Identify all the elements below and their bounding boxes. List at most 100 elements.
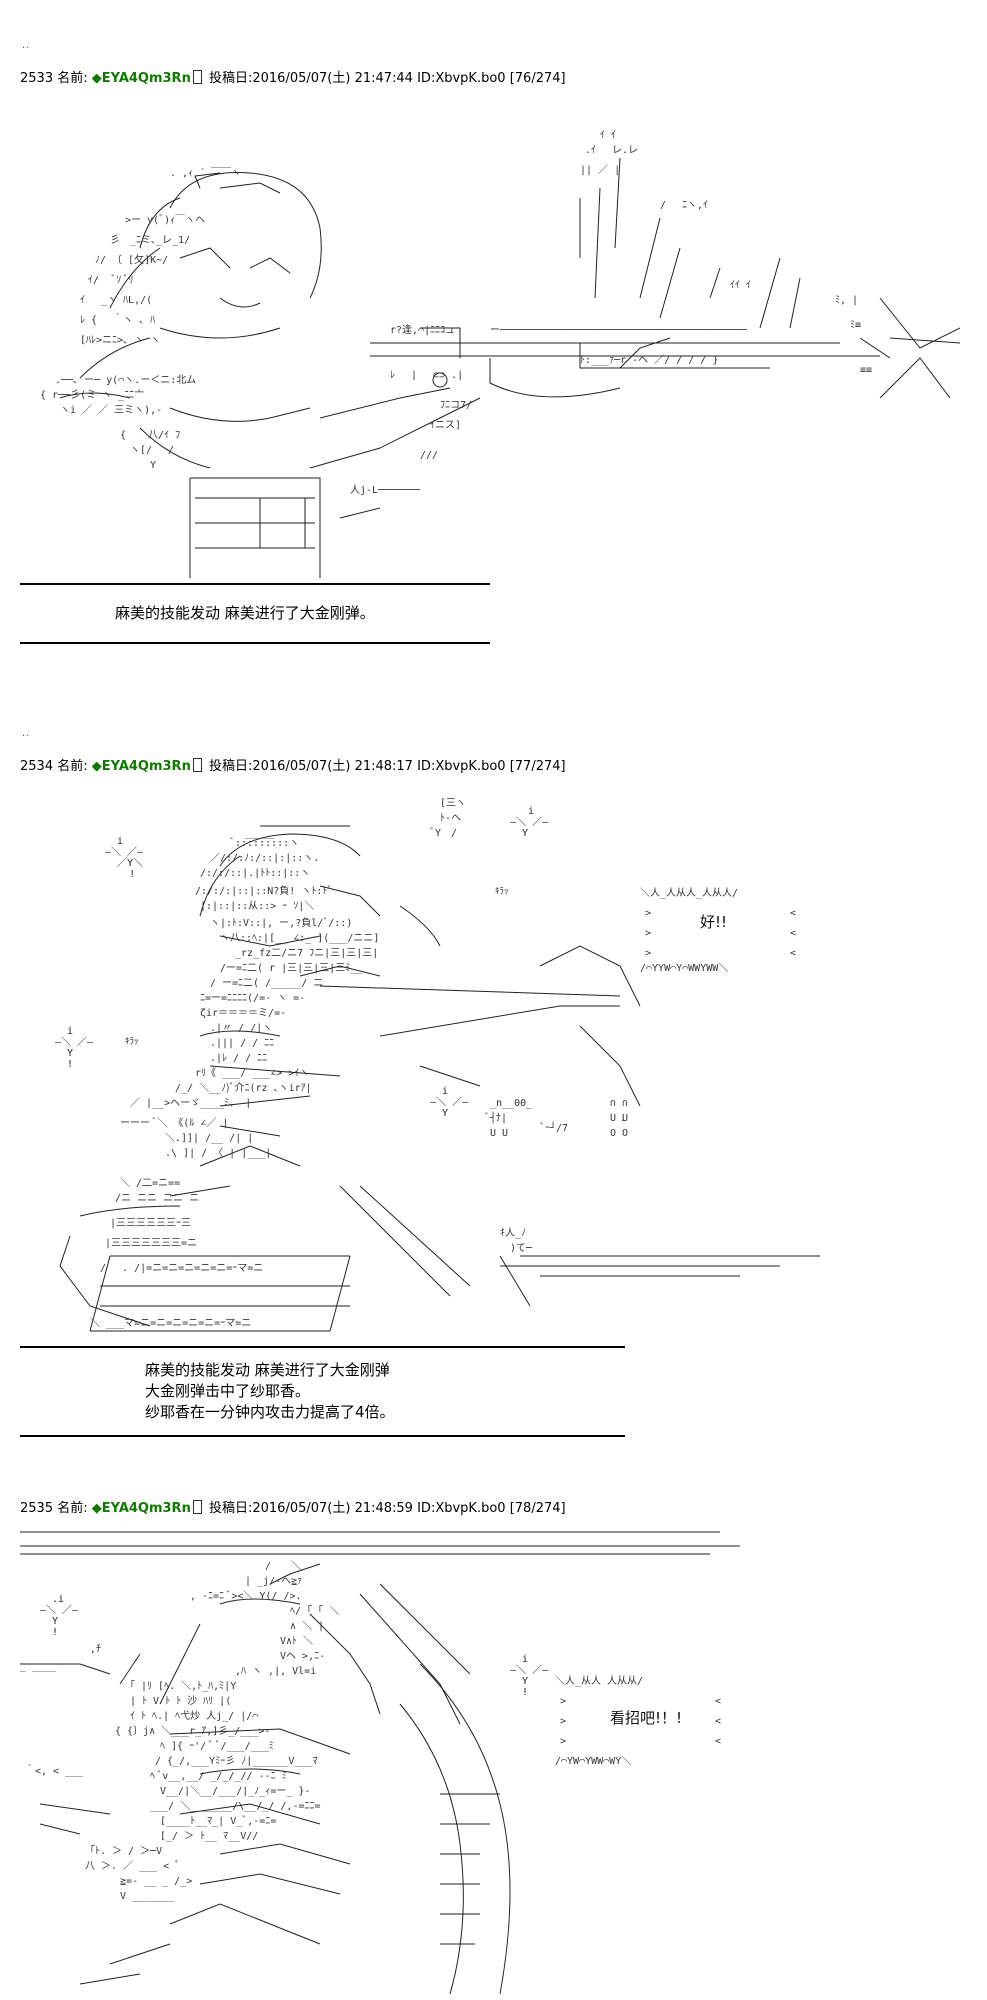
- name-label: 名前:: [57, 759, 88, 774]
- svg-text:| ﾄ V ﾄ ﾄ 沙 ﾊﾘ |(: | ﾄ V ﾄ ﾄ 沙 ﾊﾘ |(: [130, 1695, 231, 1707]
- svg-text:≡≡: ≡≡: [860, 365, 872, 376]
- ascii-art-sayaka-kyoko: _____ ﾞ:::::::::ヽ ／/:/:ﾉ:/::|:|::ヽ. /:/:…: [20, 786, 960, 1346]
- svg-text:人j‐L───────: 人j‐L───────: [350, 484, 421, 496]
- leading-dots: ..: [22, 40, 31, 51]
- sfx-sparkle-text: ｷﾗｯ: [125, 1037, 139, 1047]
- svg-text:{ {〕j∧ ＼___r_ｱ,]彡_/___>-: { {〕j∧ ＼___r_ｱ,]彡_/___>-: [115, 1725, 270, 1737]
- svg-text:|| ／ |: || ／ |: [580, 164, 620, 176]
- svg-text:/ ﾆヽ,ｲ: / ﾆヽ,ｲ: [660, 200, 708, 211]
- svg-text:｢ﾄ. ＞ / ＞─V: ｢ﾄ. ＞ / ＞─V: [90, 1845, 162, 1857]
- sparkle-icon: .i —＼ ／— Y !: [40, 1594, 79, 1638]
- svg-text:/:/:/::|.|ﾄﾄ::|::ヽ: /:/:/::|.|ﾄﾄ::|::ヽ: [200, 868, 310, 879]
- poster-name[interactable]: ◆EYA4Qm3Rn: [91, 759, 191, 774]
- svg-text:/ニ ニニ ニニ ニ: /ニ ニニ ニニ ニ: [115, 1193, 199, 1204]
- svg-text:<: <: [715, 1696, 721, 1707]
- svg-text:<: <: [790, 928, 796, 939]
- svg-text:ｲ _ヽ ﾊL,/(: ｲ _ヽ ﾊL,/(: [80, 295, 152, 306]
- svg-text:>ー y(ﾞ)ｨ￣ヽヘ: >ー y(ﾞ)ｨ￣ヽヘ: [125, 213, 205, 226]
- svg-text:ﾞ:::::::::ヽ: ﾞ:::::::::ヽ: [230, 837, 299, 849]
- svg-text:/:/:/:|::|::N?負! ヽﾄ:ﾄﾞ: /:/:/:|::|::N?負! ヽﾄ:ﾄﾞ: [195, 885, 332, 897]
- svg-text:彡 _ﾆミ､_レ_1/: 彡 _ﾆミ､_レ_1/: [110, 235, 190, 246]
- date-label: 投稿日:: [208, 1501, 253, 1516]
- svg-text:ヽ|:ﾄ:V::|, ー,?負l/ﾞ/::): ヽ|:ﾄ:V::|, ー,?負l/ﾞ/::): [210, 917, 352, 929]
- post-id: ID:XbvpK.bo0: [417, 759, 506, 774]
- ascii-art-mami-firing: . ,ｨ ´ ￣￣ヽ >ー y(ﾞ)ｨ￣ヽヘ 彡 _ﾆミ､_レ_1/ ﾉ/ 〔 …: [20, 98, 960, 583]
- svg-text:/⌒YW⌒YWW⌒WY＼: /⌒YW⌒YWW⌒WY＼: [555, 1755, 631, 1767]
- svg-text:ヽ八::ﾍ:|[__ ∠:_ ](___/ニニ]: ヽ八::ﾍ:|[__ ∠:_ ](___/ニニ]: [220, 933, 379, 944]
- svg-text:|:|::|::从::> ｰ ｿ|＼: |:|::|::从::> ｰ ｿ|＼: [200, 900, 314, 912]
- svg-text:.ｲ レ.レ: .ｲ レ.レ: [585, 145, 638, 156]
- svg-text:///: ///: [420, 450, 438, 461]
- svg-text:ﾞｰ┘/7: ﾞｰ┘/7: [540, 1121, 568, 1134]
- svg-text:/ . /|=ニ=ニ=ニ=ニ=ニ=ｰマ=ニ: / . /|=ニ=ニ=ニ=ニ=ニ=ｰマ=ニ: [100, 1263, 263, 1274]
- post-header: 2535 名前: ◆EYA4Qm3Rn 投稿日:2016/05/07(土) 21…: [20, 1500, 960, 1518]
- post-number: 2535: [20, 1501, 54, 1516]
- speech-text: 好!!: [700, 913, 728, 931]
- svg-text:>: >: [560, 1696, 566, 1707]
- svg-text:[____ﾄ__ﾏ_| V_ﾞ,-=ﾆ=: [____ﾄ__ﾏ_| V_ﾞ,-=ﾆ=: [160, 1815, 276, 1827]
- post-id: ID:XbvpK.bo0: [417, 1501, 506, 1516]
- svg-text:ﾉ/ 〔 [攵]K~/: ﾉ/ 〔 [攵]K~/: [95, 253, 168, 266]
- svg-text:.|〃 / /|ヽ: .|〃 / /|ヽ: [210, 1023, 272, 1034]
- svg-text:V__/|＼__/___/|_ﾉ_ｨ=ー_ }-: V__/|＼__/___/|_ﾉ_ｨ=ー_ }-: [160, 1785, 310, 1797]
- svg-text:八 ＞. ／ ___ < ﾟ: 八 ＞. ／ ___ < ﾟ: [85, 1860, 180, 1872]
- svg-text:>: >: [560, 1736, 566, 1747]
- svg-text:＼人_从人 人从从/: ＼人_从人 人从从/: [555, 1675, 643, 1687]
- svg-text:ｲニス]: ｲニス]: [430, 420, 461, 431]
- post-header: 2534 名前: ◆EYA4Qm3Rn 投稿日:2016/05/07(土) 21…: [20, 758, 960, 776]
- post-date: 2016/05/07(土) 21:48:59: [252, 1501, 413, 1516]
- mail-icon: [192, 758, 202, 772]
- svg-text:{ r──彡(ミ ヽ _ﾆﾆ亠: { r──彡(ミ ヽ _ﾆﾆ亠: [40, 389, 144, 401]
- svg-text:ｲ ﾄ ﾍ.| ﾍ弋炒 人j_/ |/⌒: ｲ ﾄ ﾍ.| ﾍ弋炒 人j_/ |/⌒: [130, 1709, 258, 1722]
- svg-text:ﾐ≡: ﾐ≡: [850, 320, 861, 331]
- ascii-art-drawing: . ,ｨ ´ ￣￣ヽ >ー y(ﾞ)ｨ￣ヽヘ 彡 _ﾆミ､_レ_1/ ﾉ/ 〔 …: [40, 130, 960, 578]
- svg-text:.||| / / ﾆﾆ: .||| / / ﾆﾆ: [210, 1038, 274, 1049]
- svg-text:___/ ＼_______/\__/_/ /,-=ﾆﾆ=: ___/ ＼_______/\__/_/ /,-=ﾆﾆ=: [150, 1800, 321, 1812]
- narration-block: 麻美的技能发动 麻美进行了大金刚弹。: [115, 603, 960, 624]
- svg-text:/ {_/,___Yﾐｰ彡 ﾉ|______V___ﾏ: / {_/,___Yﾐｰ彡 ﾉ|______V___ﾏ: [155, 1756, 317, 1767]
- poster-name[interactable]: ◆EYA4Qm3Rn: [91, 71, 191, 86]
- sparkle-icon: i —＼ ／— ／Y＼ !: [105, 836, 144, 880]
- sparkle-icon: i —＼ ／— Y !: [510, 1654, 549, 1698]
- mail-icon: [192, 1500, 202, 1514]
- sparkle-icon: i —＼ ／— Y: [430, 1086, 469, 1119]
- svg-text:O O: O O: [610, 1128, 628, 1139]
- svg-text:/ー=ﾆ二( r |三|三|三|三ﾐ__: /ー=ﾆ二( r |三|三|三|三ﾐ__: [220, 963, 363, 974]
- svg-text:≧=- __ _ /_>: ≧=- __ _ /_>: [120, 1876, 192, 1887]
- svg-text:<: <: [715, 1716, 721, 1727]
- svg-text:／/:/:ﾉ:/::|:|::ヽ.: ／/:/:ﾉ:/::|:|::ヽ.: [210, 852, 319, 864]
- post-2534: 2534 名前: ◆EYA4Qm3Rn 投稿日:2016/05/07(土) 21…: [20, 758, 960, 1437]
- svg-text:[_/ ＞ ﾄ__ ﾏ__V//: [_/ ＞ ﾄ__ ﾏ__V//: [160, 1831, 258, 1842]
- ascii-art-drawing: _____ ﾞ:::::::::ヽ ／/:/:ﾉ:/::|:|::ヽ. /:/:…: [59, 798, 820, 1332]
- poster-name[interactable]: ◆EYA4Qm3Rn: [91, 1501, 191, 1516]
- post-2533: 2533 名前: ◆EYA4Qm3Rn 投稿日:2016/05/07(土) 21…: [20, 70, 960, 644]
- leading-dots: ..: [22, 728, 31, 739]
- date-label: 投稿日:: [208, 71, 253, 86]
- divider-bottom: [20, 642, 490, 644]
- speech-bubble: ＼人_人从人_人从人/ > < > < > < /⌒YYW⌒Y⌒WWYWW＼: [640, 887, 796, 974]
- svg-text:_ ____: _ ____: [20, 1661, 57, 1672]
- svg-text:ζir＝＝＝＝ミ/=‐: ζir＝＝＝＝ミ/=‐: [200, 1008, 286, 1019]
- post-count: [78/274]: [509, 1501, 566, 1516]
- post-count: [77/274]: [509, 759, 566, 774]
- speech-bubble: ＼人_从人 人从从/ > < > < > < /⌒YW⌒YWW⌒WY＼: [555, 1675, 721, 1767]
- post-date: 2016/05/07(土) 21:48:17: [252, 759, 413, 774]
- svg-text:>: >: [645, 928, 651, 939]
- post-header: 2533 名前: ◆EYA4Qm3Rn 投稿日:2016/05/07(土) 21…: [20, 70, 960, 88]
- narration-line: 纱耶香在一分钟内攻击力提高了4倍。: [145, 1403, 395, 1421]
- svg-text:/⌒YYW⌒Y⌒WWYWW＼: /⌒YYW⌒Y⌒WWYWW＼: [640, 962, 728, 974]
- svg-text:.|ﾚ / / ﾆﾆ: .|ﾚ / / ﾆﾆ: [210, 1053, 267, 1064]
- svg-text:|三三三三三三三=ニ: |三三三三三三三=ニ: [105, 1238, 197, 1249]
- svg-text:,ﾁ: ,ﾁ: [90, 1644, 101, 1655]
- svg-text:ﾚ | ⊂⊃ .|: ﾚ | ⊂⊃ .|: [390, 370, 463, 381]
- sparkle-icon: i —＼ ／— Y: [510, 806, 549, 839]
- divider-top: [20, 583, 490, 585]
- narration-line: 麻美的技能发动 麻美进行了大金刚弹。: [115, 604, 375, 622]
- ascii-art-drawing: / ＼ | _j/-ヘ≧ｧ , -ﾆ=ﾆ ﾞ><＼ Y(/ />. ﾍ/ ｢ ｢…: [20, 1531, 740, 1994]
- svg-text:| _j/-ヘ≧ｧ: | _j/-ヘ≧ｧ: [245, 1576, 302, 1587]
- svg-text:ﾍ ﾞv__,__/ _/_/_// --ﾆ ﾐ: ﾍ ﾞv__,__/ _/_/_// --ﾆ ﾐ: [150, 1770, 287, 1782]
- svg-text:.: .: [620, 1113, 626, 1124]
- svg-text:＼ /二=ニ==: ＼ /二=ニ==: [120, 1177, 180, 1189]
- name-label: 名前:: [57, 1501, 88, 1516]
- svg-text:<: <: [790, 908, 796, 919]
